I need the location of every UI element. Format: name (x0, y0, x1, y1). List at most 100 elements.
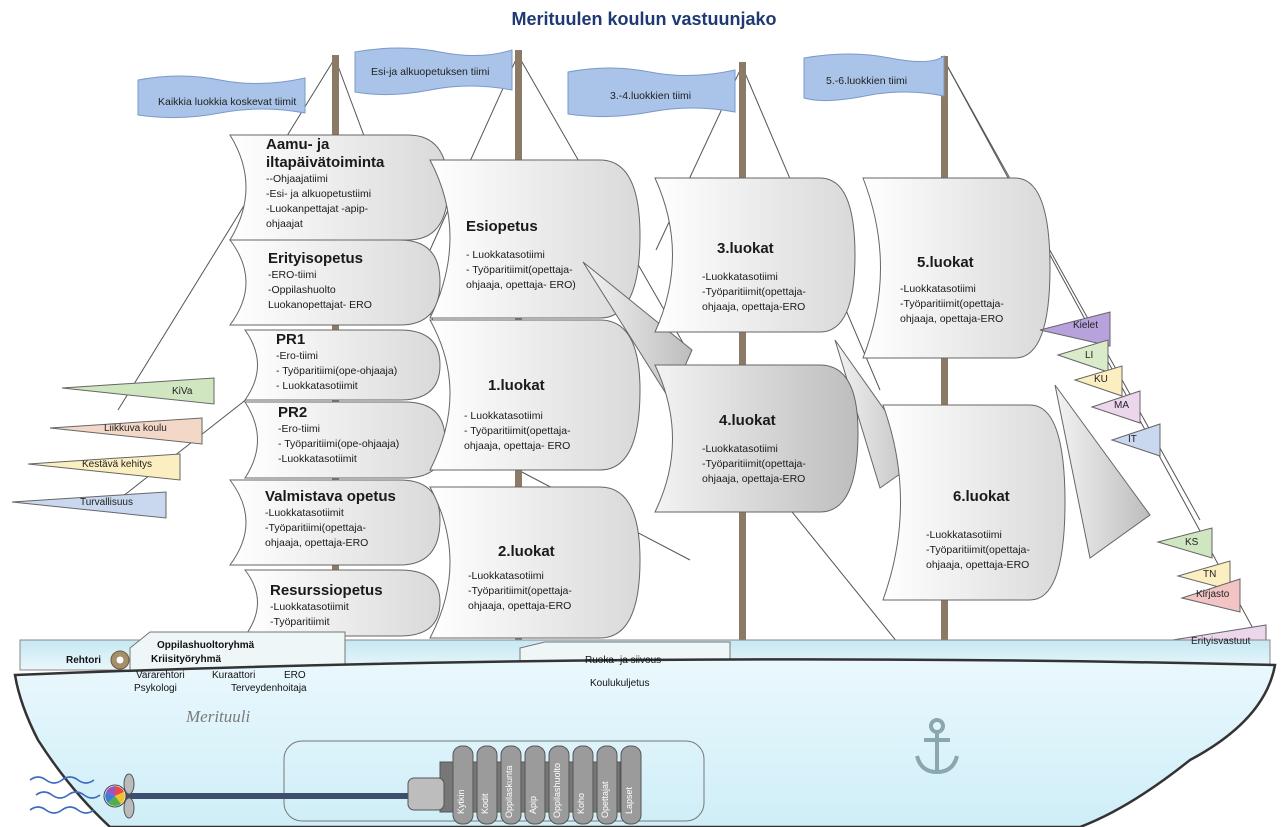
deck-kuraattori: Kuraattori (212, 670, 256, 681)
sail-line: - Työparitiimi(ope-ohjaaja) (278, 438, 400, 450)
sail-line: - Työparitiimi(ope-ohjaaja) (276, 365, 398, 377)
engine-oppilaskunta: Oppilaskunta (504, 765, 514, 818)
pennant-it: IT (1128, 434, 1137, 445)
deck-vararehtori: Vararehtori (136, 670, 185, 681)
sail-title: 4.luokat (719, 412, 776, 429)
sail-line: -Työparitiimi(opettaja-ohjaaja, opettaja… (265, 522, 369, 549)
deck-terveydenhoitaja: Terveydenhoitaja (231, 683, 307, 694)
gear-icon (110, 650, 130, 670)
coupling (407, 777, 445, 811)
sail-grade-2: 2.luokat -Luokkatasotiimi -Työparitiimit… (468, 543, 648, 614)
pennant-kirjasto: Kirjasto (1196, 589, 1230, 600)
sail-line: -Oppilashuolto (268, 284, 336, 296)
ship-name: Merituuli (186, 707, 251, 726)
sail-line: -Esi- ja alkuopetustiimi (266, 188, 372, 200)
sail-grade-6: 6.luokat -Luokkatasotiimi -Työparitiimit… (926, 488, 1093, 573)
sail-line: -Työparitiimit (270, 616, 330, 628)
mid-sails (429, 159, 641, 639)
pennant-ku: KU (1094, 374, 1108, 385)
sail-grade-1: 1.luokat - Luokkatasotiimi - Työparitiim… (464, 377, 638, 454)
drive-shaft (120, 793, 420, 799)
sail-title: 5.luokat (917, 254, 974, 271)
sail-title: 2.luokat (498, 543, 555, 560)
sail-pr1: PR1 -Ero-tiimi - Työparitiimi(ope-ohjaaj… (276, 331, 441, 394)
engine-kodit: Kodit (480, 793, 490, 814)
sail-line: -Työparitiimit(opettaja-ohjaaja, opettaj… (900, 298, 1004, 325)
left-pennants (11, 377, 215, 519)
sail-line: - Työparitiimit(opettaja-ohjaaja, opetta… (466, 264, 576, 291)
sail-line: - Luokkatasotiimi (464, 410, 543, 422)
sail-line: --Ohjaajatiimi (266, 173, 328, 185)
sail-line: - Työparitiimit(opettaja-ohjaaja, opetta… (464, 425, 571, 452)
sail-esiopetus: Esiopetus - Luokkatasotiimi - Työparitii… (466, 218, 616, 293)
pennant-kiva: KiVa (172, 386, 193, 397)
diagram-title: Merituulen koulun vastuunjako (511, 9, 777, 29)
sail-line: - Luokkatasotiimi (466, 249, 545, 261)
sail-title: 3.luokat (717, 240, 774, 257)
deck-rehtori: Rehtori (66, 655, 101, 666)
sail-erityisopetus: Erityisopetus -ERO-tiimi -Oppilashuolto … (268, 250, 438, 313)
engine-oppilashuolto: Oppilashuolto (552, 762, 562, 818)
sail-title: 1.luokat (488, 377, 545, 394)
sail-title: 6.luokat (953, 488, 1010, 505)
sail-line: -Työparitiimit(opettaja-ohjaaja, opettaj… (926, 544, 1030, 571)
pennant-turvallisuus: Turvallisuus (80, 497, 133, 508)
propeller-icon (103, 773, 135, 819)
sail-line: -Ero-tiimi (278, 423, 320, 435)
sail-line: -Luokkatasotiimit (278, 453, 357, 465)
sail-line: -Työparitiimit(opettaja-ohjaaja, opettaj… (468, 585, 572, 612)
sail-grade-3: 3.luokat -Luokkatasotiimi -Työparitiimit… (702, 240, 857, 315)
sail-title: Valmistava opetus (265, 488, 396, 505)
sail-title: Aamu- ja iltapäivätoiminta (266, 136, 385, 171)
right-sails (654, 177, 1066, 601)
flag-preschool: Esi-ja alkuopetuksen tiimi (371, 66, 490, 78)
deck-koulukuljetus: Koulukuljetus (590, 678, 650, 689)
pennant-li: LI (1085, 350, 1094, 361)
sail-grade-4: 4.luokat -Luokkatasotiimi -Työparitiimit… (702, 412, 859, 487)
left-sails (228, 134, 449, 637)
sail-line: -Luokkatasotiimi (702, 443, 778, 455)
sail-line: -Luokkatasotiimi (468, 570, 544, 582)
sail-line: -ERO-tiimi (268, 269, 317, 281)
sail-title: Erityisopetus (268, 250, 364, 267)
sail-line: - Luokkatasotiimit (276, 380, 358, 392)
pennant-tn: TN (1203, 569, 1217, 580)
pennant-ma: MA (1114, 400, 1129, 411)
sail-line: -Luokkatasotiimit (270, 601, 349, 613)
sail-title: Esiopetus (466, 218, 538, 235)
engine-koho: Koho (576, 792, 586, 814)
sail-line: -Luokkatasotiimi (926, 529, 1002, 541)
flag-grades-5-6: 5.-6.luokkien tiimi (826, 75, 908, 87)
engine-kytkin: Kytkin (456, 789, 466, 814)
sail-line: -Luokkatasotiimit (265, 507, 344, 519)
sail-line: Luokanopettajat- ERO (268, 299, 372, 311)
sail-title: PR1 (276, 331, 306, 348)
sail-line: -Luokkatasotiimi (900, 283, 976, 295)
engine-labels: Kytkin Kodit Oppilaskunta Apip Oppilashu… (453, 748, 634, 824)
deck-psykologi: Psykologi (134, 683, 177, 694)
sail-line: -Luokkatasotiimi (702, 271, 778, 283)
sail-valmistava: Valmistava opetus -Luokkatasotiimit -Työ… (265, 488, 415, 551)
pennant-erityisvastuut: Erityisvastuut (1191, 636, 1251, 647)
flag-grades-3-4: 3.-4.luokkien tiimi (610, 90, 692, 102)
deck-oppilashuoltoryhma: Oppilashuoltoryhmä (157, 640, 255, 651)
jib-3 (1054, 384, 1151, 559)
deck-kriisityoryhma: Kriisityöryhmä (151, 654, 222, 665)
sail-aamu: Aamu- ja iltapäivätoiminta --Ohjaajatiim… (266, 136, 441, 232)
engine-opettajat: Opettajat (600, 781, 610, 818)
pennant-ks: KS (1185, 537, 1199, 548)
sail-line: -Työparitiimit(opettaja-ohjaaja, opettaj… (702, 286, 806, 313)
pennant-kielet: Kielet (1073, 320, 1099, 331)
sail-resurssi: Resurssiopetus -Luokkatasotiimit -Työpar… (270, 582, 430, 630)
flags (137, 47, 945, 119)
right-pennants (1039, 311, 1267, 661)
sail-line: -Ero-tiimi (276, 350, 318, 362)
pennant-liikkuva-koulu: Liikkuva koulu (104, 423, 167, 434)
anchor-icon (915, 718, 959, 775)
sail-pr2: PR2 -Ero-tiimi - Työparitiimi(ope-ohjaaj… (278, 404, 443, 467)
flag-all-grades: Kaikkia luokkia koskevat tiimit (158, 96, 297, 108)
sail-title: Resurssiopetus (270, 582, 383, 599)
sail-grade-5: 5.luokat -Luokkatasotiimi -Työparitiimit… (900, 254, 1057, 327)
